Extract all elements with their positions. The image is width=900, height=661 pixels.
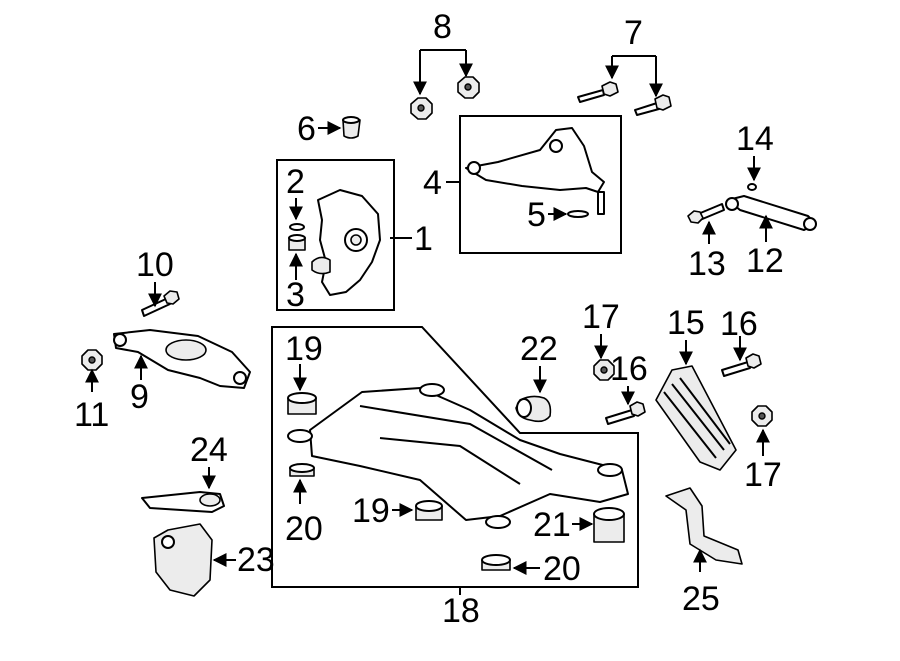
- callout-10: 10: [136, 246, 174, 284]
- bracket-part-24: [141, 491, 225, 513]
- callout-6: 6: [297, 110, 316, 148]
- bushing-part-21: [593, 507, 625, 543]
- clip-part-5: [567, 210, 589, 218]
- callout-19-top: 19: [285, 330, 323, 368]
- bumper-part-6: [342, 116, 361, 139]
- washer-part-14: [747, 183, 757, 191]
- bushing-part-20-left: [289, 463, 315, 477]
- heat-shield-part-15: [655, 365, 737, 471]
- nut-part-17-top: [593, 359, 615, 381]
- callout-3: 3: [286, 276, 305, 314]
- callout-7: 7: [624, 14, 643, 52]
- callout-16-right: 16: [720, 305, 758, 343]
- bolt-part-13: [687, 203, 725, 224]
- upper-arm-part-4: [465, 127, 605, 215]
- nut-part-17-bottom: [751, 405, 773, 427]
- callout-19-center: 19: [352, 492, 390, 530]
- callout-11: 11: [74, 396, 109, 434]
- bushing-part-3: [288, 234, 306, 251]
- knuckle-group-box: [276, 159, 395, 311]
- seal-part-2: [289, 223, 305, 231]
- bolt-part-7: [577, 81, 672, 116]
- link-part-12: [725, 195, 817, 231]
- bushing-part-19-top: [287, 392, 317, 415]
- bushing-part-19-center: [415, 500, 443, 521]
- nut-part-8: [410, 76, 480, 120]
- callout-17-top: 17: [582, 298, 620, 336]
- callout-20-bottom: 20: [543, 550, 581, 588]
- callout-1: 1: [414, 220, 433, 258]
- crossmember-group-box: [271, 326, 639, 588]
- leader-lines: [85, 49, 773, 595]
- callout-4: 4: [423, 164, 442, 202]
- callout-5: 5: [527, 196, 546, 234]
- bracket-part-25: [665, 487, 743, 565]
- callout-18: 18: [442, 592, 480, 630]
- crossmember-part-18: [287, 383, 629, 529]
- bolt-part-10: [141, 290, 180, 317]
- nut-part-11: [81, 349, 103, 371]
- callout-16-left: 16: [610, 350, 648, 388]
- callout-14: 14: [736, 120, 774, 158]
- upper-arm-group-box: [459, 115, 622, 254]
- callout-25: 25: [682, 580, 720, 618]
- callout-24: 24: [190, 431, 228, 469]
- callout-23: 23: [237, 541, 275, 579]
- callout-13: 13: [688, 245, 726, 283]
- callout-9: 9: [130, 378, 149, 416]
- bolt-part-16-right: [721, 353, 762, 377]
- lower-arm-part-9: [113, 329, 251, 389]
- knuckle-part-1: [311, 189, 381, 296]
- callout-8: 8: [433, 8, 452, 46]
- callout-17-bottom: 17: [744, 456, 782, 494]
- bushing-part-20-bottom: [481, 554, 511, 571]
- callout-12: 12: [746, 242, 784, 280]
- callout-21: 21: [533, 506, 571, 544]
- callout-2: 2: [286, 163, 305, 201]
- callout-20-left: 20: [285, 510, 323, 548]
- bolt-part-16-left: [605, 401, 646, 425]
- mount-part-23: [153, 523, 213, 597]
- callout-15: 15: [667, 304, 705, 342]
- mount-part-22: [515, 395, 552, 423]
- callout-22: 22: [520, 330, 558, 368]
